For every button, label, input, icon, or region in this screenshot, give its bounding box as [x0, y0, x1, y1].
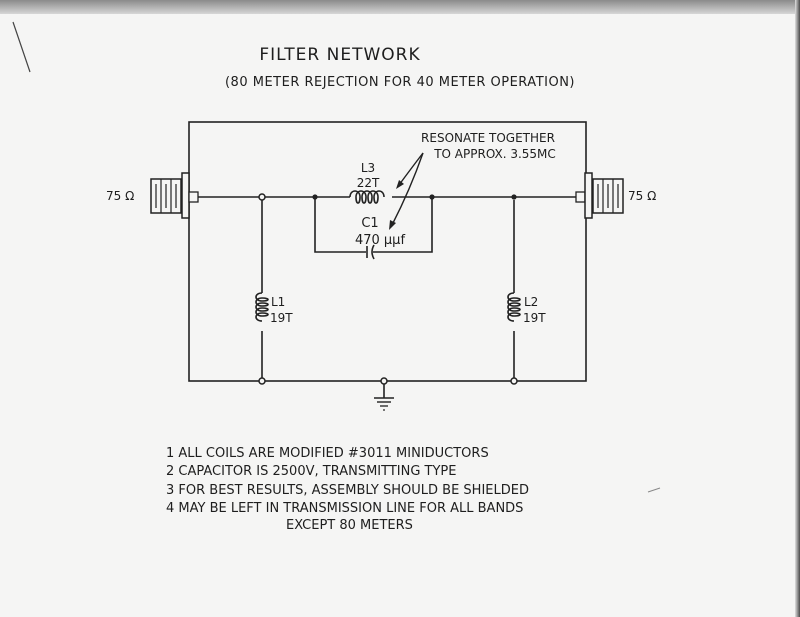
note-4-continued: EXCEPT 80 METERS [286, 518, 413, 533]
junction-dots [258, 193, 518, 385]
c1-plate-b [371, 244, 375, 260]
l1-value-label: 19T [270, 311, 293, 325]
l3-name-label: L3 [361, 161, 375, 175]
l1-inductor-symbol [255, 292, 269, 322]
c1-value-label: 470 µµf [355, 233, 405, 248]
l3-inductor-symbol [349, 190, 385, 204]
stray-pen-mark [12, 21, 31, 73]
l1-name-label: L1 [271, 295, 285, 309]
input-connector [150, 172, 199, 219]
l3-value-label: 22T [357, 176, 380, 190]
scan-edge-right [795, 0, 800, 617]
c1-name-label: C1 [361, 216, 378, 231]
ground-symbol-icon [374, 384, 394, 411]
l2-value-label: 19T [523, 311, 546, 325]
diagram-title: FILTER NETWORK [259, 45, 420, 65]
note-3: 3 FOR BEST RESULTS, ASSEMBLY SHOULD BE S… [166, 483, 529, 498]
note-1: 1 ALL COILS ARE MODIFIED #3011 MINIDUCTO… [166, 446, 489, 461]
resonance-note-line2: TO APPROX. 3.55MC [433, 147, 556, 161]
note-2: 2 CAPACITOR IS 2500V, TRANSMITTING TYPE [166, 464, 456, 479]
input-impedance-label: 75 Ω [106, 189, 134, 203]
annotation-arrows [389, 152, 424, 230]
scan-edge-top [0, 0, 800, 14]
l2-name-label: L2 [524, 295, 538, 309]
diagram-subtitle: (80 METER REJECTION FOR 40 METER OPERATI… [225, 75, 575, 90]
c1-parallel-branch [314, 197, 433, 260]
stray-mark [647, 487, 661, 493]
notes-list: 1 ALL COILS ARE MODIFIED #3011 MINIDUCTO… [166, 446, 529, 533]
output-impedance-label: 75 Ω [628, 189, 656, 203]
resonance-note-line1: RESONATE TOGETHER [421, 131, 555, 145]
output-connector [575, 172, 624, 219]
note-4: 4 MAY BE LEFT IN TRANSMISSION LINE FOR A… [166, 501, 523, 516]
l2-inductor-symbol [507, 292, 521, 322]
